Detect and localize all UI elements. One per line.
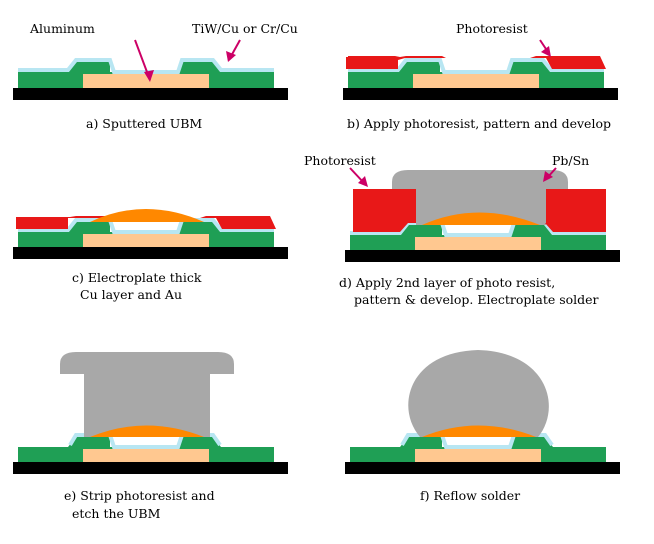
solder-ball xyxy=(408,350,549,437)
ubm-layer xyxy=(348,58,604,74)
photoresist-label: Photoresist xyxy=(456,21,528,36)
caption-c-line2: Cu layer and Au xyxy=(80,287,182,302)
substrate xyxy=(13,462,288,474)
caption-e-line2: etch the UBM xyxy=(72,506,161,521)
photoresist-left-block xyxy=(16,216,116,229)
photoresist-label: Photoresist xyxy=(304,153,376,168)
copper-bump xyxy=(422,212,540,225)
copper-bump xyxy=(422,425,536,437)
ubm-layer xyxy=(18,218,274,234)
photoresist-arrow-head xyxy=(358,176,368,187)
substrate xyxy=(13,88,288,100)
photoresist-right-block xyxy=(530,56,606,69)
caption-b: b) Apply photoresist, pattern and develo… xyxy=(347,116,611,131)
panel-c: c) Electroplate thick Cu layer and Au xyxy=(13,209,288,302)
aluminum-pad xyxy=(83,234,209,247)
copper-bump xyxy=(90,209,204,222)
aluminum-pad xyxy=(415,237,541,250)
panel-b: Photoresist b) Apply photoresist, patter… xyxy=(343,21,618,131)
aluminum-label: Aluminum xyxy=(29,21,95,36)
panel-e: e) Strip photoresist and etch the UBM xyxy=(13,352,288,521)
solder-label: Pb/Sn xyxy=(552,153,589,168)
caption-d-line1: d) Apply 2nd layer of photo resist, xyxy=(339,275,555,290)
solder-deposit xyxy=(392,170,568,225)
panel-f: f) Reflow solder xyxy=(345,350,620,503)
substrate xyxy=(13,247,288,259)
solder-arrow-head xyxy=(543,171,553,182)
substrate xyxy=(345,250,620,262)
panel-a: Aluminum TiW/Cu or Cr/Cu a) Sputtered UB… xyxy=(13,21,298,131)
ubm-arrow-head xyxy=(226,51,236,62)
caption-d-line2: pattern & develop. Electroplate solder xyxy=(354,292,599,307)
photoresist-right-block xyxy=(545,189,606,232)
ubm-layer xyxy=(400,433,554,449)
aluminum-arrow-head xyxy=(144,70,154,82)
ubm-material-label: TiW/Cu or Cr/Cu xyxy=(192,21,298,36)
substrate xyxy=(345,462,620,474)
aluminum-pad xyxy=(83,74,209,88)
aluminum-pad xyxy=(83,449,209,462)
aluminum-pad xyxy=(413,74,539,88)
aluminum-pad xyxy=(415,449,541,462)
solder-deposit xyxy=(60,352,234,437)
photoresist-right-block xyxy=(200,216,276,229)
photoresist-arrow-head xyxy=(541,46,551,57)
caption-e-line1: e) Strip photoresist and xyxy=(64,488,215,503)
photoresist-left-block xyxy=(353,189,416,232)
ubm-layer xyxy=(350,221,606,237)
panel-d: Photoresist Pb/Sn d) Apply 2nd layer of … xyxy=(304,153,620,307)
copper-bump xyxy=(90,425,204,437)
photoresist-left-block xyxy=(346,56,446,69)
caption-f: f) Reflow solder xyxy=(420,488,520,503)
substrate xyxy=(343,88,618,100)
caption-a: a) Sputtered UBM xyxy=(86,116,202,131)
caption-c-line1: c) Electroplate thick xyxy=(72,270,202,285)
